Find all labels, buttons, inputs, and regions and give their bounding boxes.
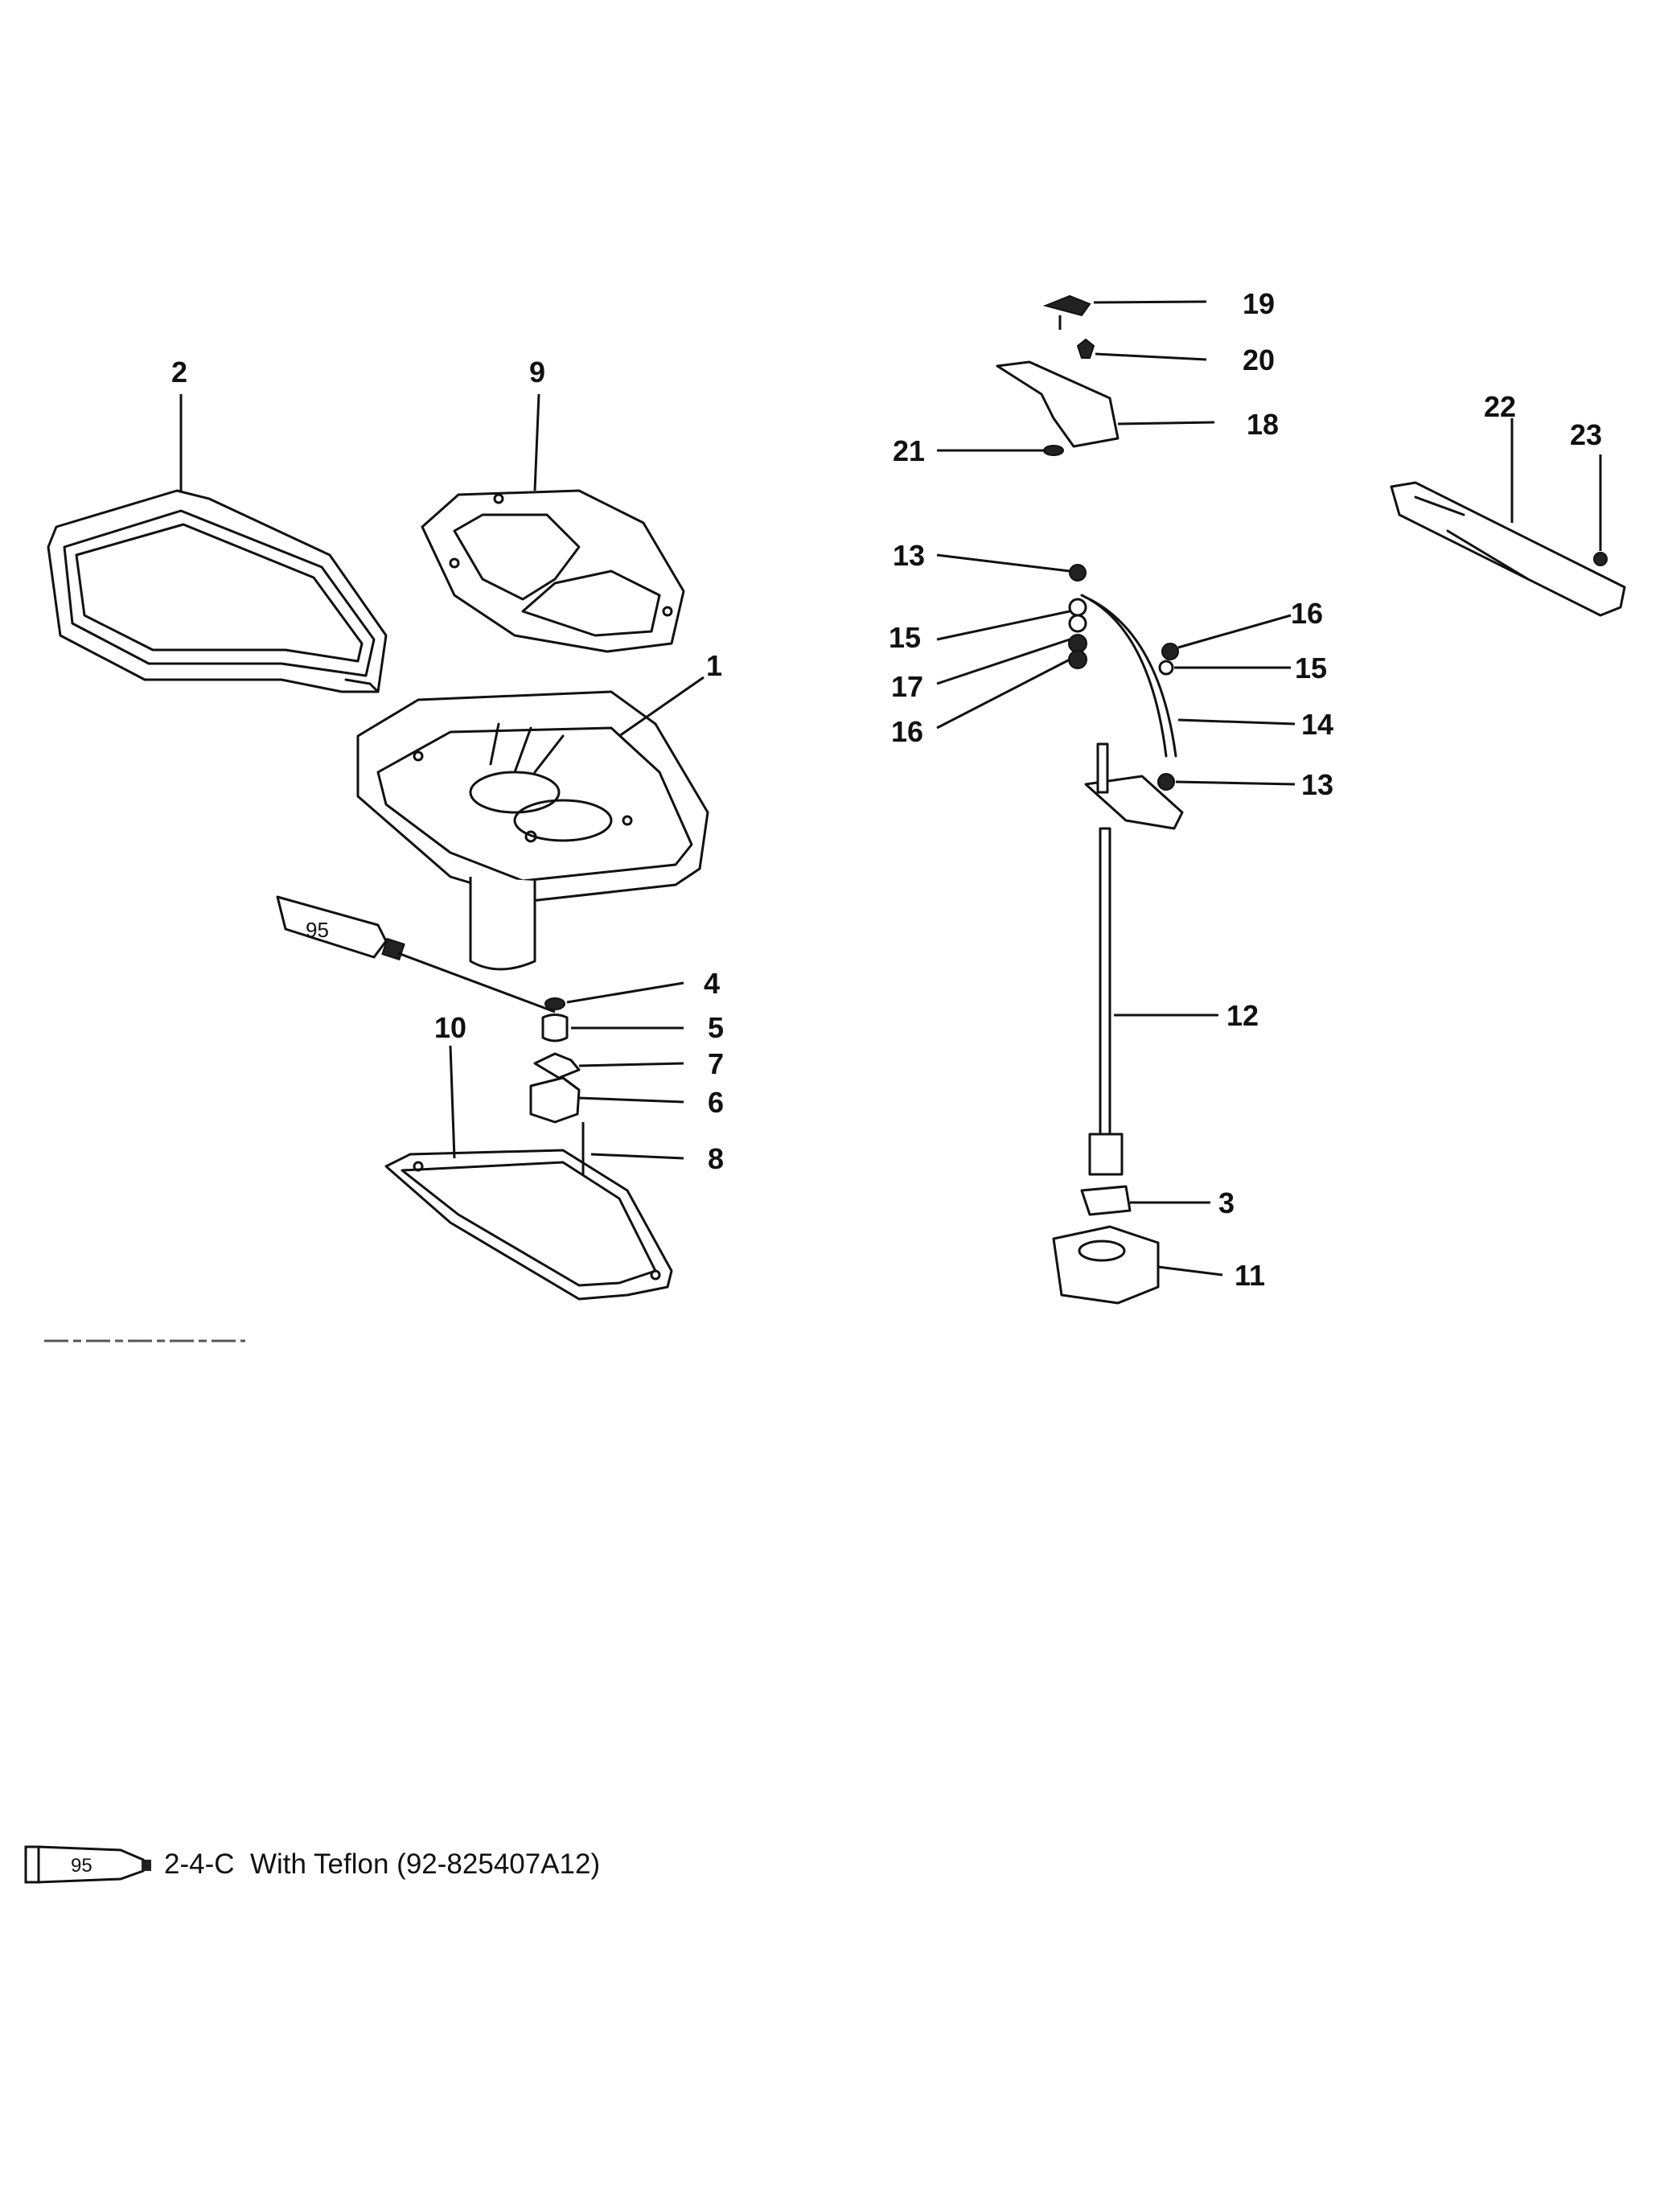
callout-23: 23 <box>1570 418 1602 451</box>
callout-15-right: 15 <box>1295 652 1327 685</box>
callout-9: 9 <box>529 356 545 389</box>
sealant-tube-95: 95 <box>276 895 405 961</box>
callout-15-left: 15 <box>889 621 921 654</box>
seal-ring <box>47 489 388 693</box>
callout-5: 5 <box>708 1011 724 1044</box>
callout-12: 12 <box>1226 999 1259 1032</box>
callout-14: 14 <box>1301 708 1333 741</box>
sealant-tube-label: 95 <box>306 918 329 942</box>
legend-tube-label: 95 <box>71 1855 92 1877</box>
small-parts-stack <box>529 997 585 1174</box>
legend-text: 2-4-C With Teflon (92-825407A12) <box>164 1848 601 1880</box>
callout-20: 20 <box>1243 343 1275 376</box>
callout-6: 6 <box>708 1086 724 1119</box>
callout-21: 21 <box>893 434 925 467</box>
callout-22: 22 <box>1484 390 1516 423</box>
callout-17: 17 <box>891 670 923 703</box>
callout-16-right: 16 <box>1291 597 1323 630</box>
callout-18: 18 <box>1247 408 1279 441</box>
callout-8: 8 <box>708 1142 724 1175</box>
callout-7: 7 <box>708 1047 724 1080</box>
callout-2: 2 <box>171 356 187 389</box>
leader-lines <box>179 300 1602 1277</box>
shift-plate <box>1390 481 1626 617</box>
callout-3: 3 <box>1218 1186 1235 1219</box>
callout-19: 19 <box>1243 287 1275 320</box>
upper-gasket <box>421 489 685 653</box>
legend-sealant-tube-icon: 95 <box>24 1845 151 1884</box>
callout-11: 11 <box>1235 1259 1265 1292</box>
legend: 95 2-4-C With Teflon (92-825407A12) <box>24 1842 600 1887</box>
lower-gasket <box>384 1149 673 1301</box>
callout-labels: 2 9 1 4 5 7 6 8 10 19 20 18 21 22 23 13 … <box>171 287 1602 1292</box>
shift-bracket <box>996 294 1120 456</box>
callout-4: 4 <box>704 967 720 1000</box>
callout-16-left: 16 <box>891 715 923 748</box>
adaptor-plate <box>356 690 709 971</box>
callout-13-lower: 13 <box>1301 768 1333 801</box>
callout-1: 1 <box>706 649 722 682</box>
shift-link-hardware <box>1068 564 1179 791</box>
shift-shaft-assembly <box>1052 742 1184 1305</box>
callout-13-upper: 13 <box>893 539 925 572</box>
callout-10: 10 <box>434 1011 466 1044</box>
